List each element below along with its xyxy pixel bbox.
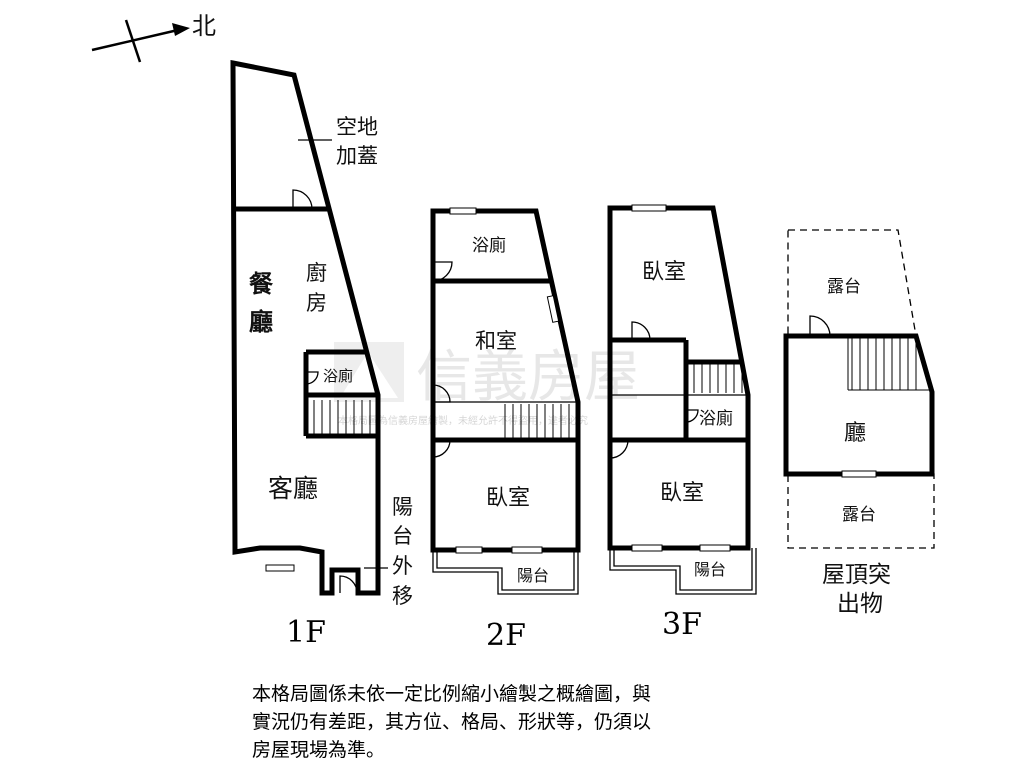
compass-north-label: 北 [192, 12, 216, 40]
1f-door-entry-icon [339, 575, 358, 594]
compass: 北 [91, 12, 216, 63]
2f-room-bathroom: 浴廁 [472, 235, 506, 256]
disclaimer-notice: 本格局圖係未依一定比例縮小繪製之概繪圖，與 實況仍有差距，其方位、格局、形狀等，… [252, 680, 772, 764]
1f-room-addition: 加蓋 [336, 144, 378, 168]
roof-hall-outline [783, 333, 935, 477]
1f-note-balcony-2: 台 [392, 524, 413, 548]
disclaimer-line-3: 房屋現場為準。 [252, 739, 386, 761]
2f-outline [430, 208, 581, 553]
3f-stairs [693, 364, 743, 393]
floor-label-3f: 3F [662, 607, 702, 642]
floor-2f: 浴廁 和室 臥室 陽台 2F [430, 207, 581, 653]
3f-door-bath-icon [685, 409, 699, 423]
floor-roof: 露台 廳 露台 屋頂突 出物 [783, 229, 935, 617]
floor-label-1f: 1F [286, 615, 326, 650]
disclaimer-line-1: 本格局圖係未依一定比例縮小繪製之概繪圖，與 [252, 683, 652, 705]
roof-door-icon [809, 315, 831, 337]
3f-outline [607, 205, 751, 551]
1f-room-dining-1: 餐 [249, 269, 274, 298]
3f-room-bedroom-bottom: 臥室 [660, 481, 704, 506]
1f-door-kitchen-icon [292, 189, 313, 210]
1f-room-bathroom: 浴廁 [323, 367, 353, 385]
1f-room-open-space: 空地 [336, 115, 378, 139]
1f-room-living: 客廳 [268, 474, 318, 503]
roof-stairs [847, 338, 930, 391]
floor-label-roof-1: 屋頂突 [822, 562, 891, 588]
floor-1f: 空地 加蓋 廚 房 餐 廳 浴廁 客廳 陽 台 外 移 1F [230, 59, 413, 650]
1f-outline [230, 59, 381, 596]
2f-room-japanese: 和室 [475, 329, 517, 353]
2f-door-japanese-room-icon [432, 384, 451, 403]
3f-room-bathroom: 浴廁 [699, 408, 733, 429]
1f-door-bath-icon [305, 371, 319, 385]
1f-note-balcony-4: 移 [392, 584, 413, 608]
floor-label-2f: 2F [486, 618, 526, 653]
1f-room-kitchen-2: 房 [306, 291, 327, 315]
1f-stairs [313, 400, 371, 434]
watermark-brand: 信義房屋 [416, 345, 640, 410]
1f-note-balcony-3: 外 [392, 554, 413, 578]
roof-room-terrace-top: 露台 [827, 277, 861, 297]
roof-room-terrace-bottom: 露台 [842, 505, 876, 525]
floor-3f: 臥室 浴廁 臥室 陽台 3F [607, 204, 757, 642]
2f-room-balcony: 陽台 [517, 566, 549, 585]
watermark: 信義房屋 本格局圖為信義房屋繪製，未經允許不得盜用，違者必究 [334, 342, 640, 427]
2f-door-bath-icon [432, 261, 453, 282]
3f-room-bedroom-top: 臥室 [642, 260, 686, 285]
roof-room-hall: 廳 [844, 421, 866, 446]
watermark-subtext: 本格局圖為信義房屋繪製，未經允許不得盜用，違者必究 [338, 414, 588, 427]
3f-door-bedroom-bottom-icon [609, 439, 629, 459]
1f-room-dining-2: 廳 [249, 307, 273, 336]
3f-room-balcony: 陽台 [694, 560, 726, 579]
1f-note-balcony-1: 陽 [392, 495, 413, 519]
disclaimer-line-2: 實況仍有差距，其方位、格局、形狀等，仍須以 [252, 711, 652, 733]
3f-door-bedroom-top-icon [631, 321, 651, 341]
floor-label-roof-2: 出物 [837, 591, 883, 617]
2f-door-bedroom-icon [432, 439, 451, 458]
2f-room-bedroom: 臥室 [486, 486, 530, 511]
1f-room-kitchen-1: 廚 [306, 261, 327, 285]
north-arrow-icon [172, 23, 190, 36]
2f-stairs [504, 404, 570, 438]
